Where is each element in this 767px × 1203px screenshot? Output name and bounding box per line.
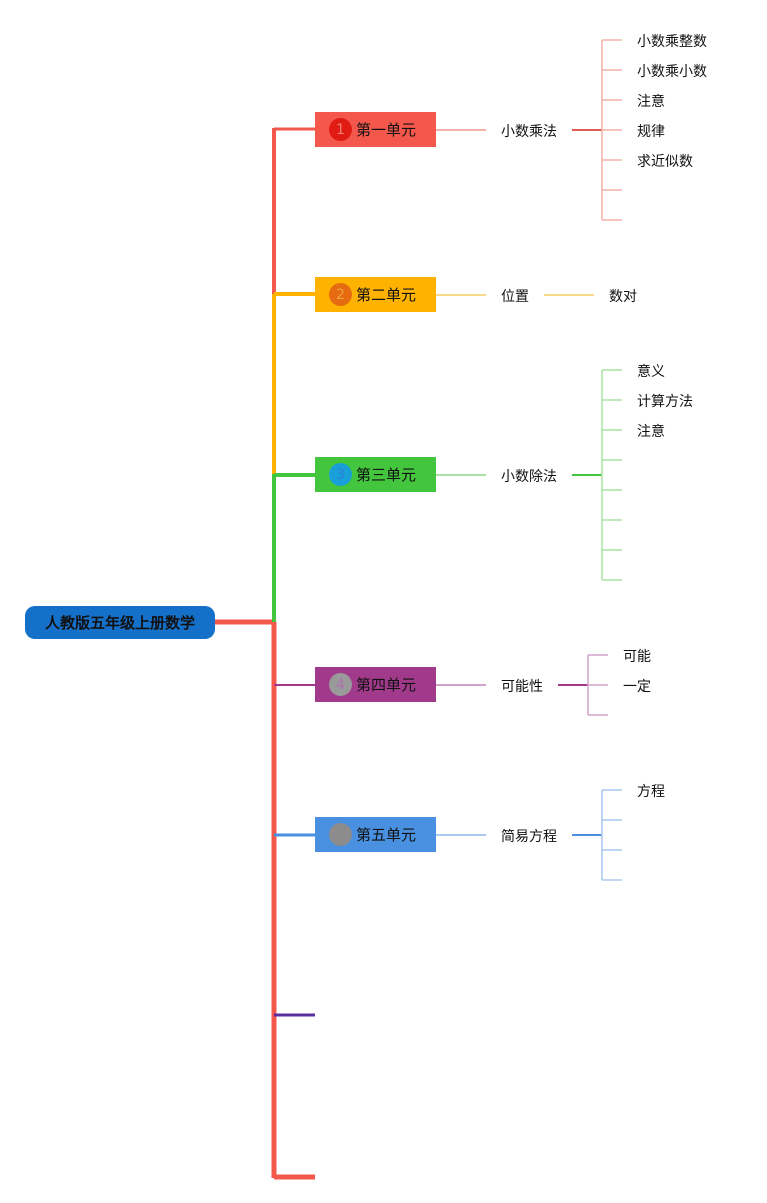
leaf-node[interactable]: 规律: [637, 124, 665, 140]
unit-1-node[interactable]: 1 第一单元: [315, 112, 436, 147]
unit-3-node[interactable]: 3 第三单元: [315, 457, 436, 492]
unit-5-label: 第五单元: [356, 826, 417, 844]
root-label: 人教版五年级上册数学: [44, 614, 195, 632]
leaf-node[interactable]: 小数乘小数: [637, 64, 707, 80]
leaf-node[interactable]: 小数乘整数: [637, 34, 707, 50]
leaf-node[interactable]: 求近似数: [637, 154, 693, 170]
unit-2-label: 第二单元: [356, 286, 417, 304]
number-badge-icon: 2: [329, 283, 352, 306]
unit-3-label: 第三单元: [356, 466, 417, 484]
leaf-node[interactable]: 注意: [637, 424, 665, 440]
topic-node-3[interactable]: 小数除法: [501, 469, 557, 485]
leaf-node[interactable]: 计算方法: [637, 394, 693, 410]
leaf-node[interactable]: 意义: [637, 364, 665, 380]
number-badge-icon: 3: [329, 463, 352, 486]
root-node[interactable]: 人教版五年级上册数学: [25, 606, 215, 639]
topic-node-1[interactable]: 小数乘法: [501, 124, 557, 140]
number-badge-icon: 4: [329, 673, 352, 696]
number-badge-icon: 5: [329, 823, 352, 846]
unit-5-node[interactable]: 5 第五单元: [315, 817, 436, 852]
unit-2-node[interactable]: 2 第二单元: [315, 277, 436, 312]
number-badge-icon: 1: [329, 118, 352, 141]
leaf-node[interactable]: 可能: [623, 649, 651, 665]
topic-node-4[interactable]: 可能性: [501, 679, 543, 695]
unit-4-node[interactable]: 4 第四单元: [315, 667, 436, 702]
leaf-node[interactable]: 方程: [637, 784, 665, 800]
topic-node-2[interactable]: 位置: [501, 289, 529, 305]
unit-1-label: 第一单元: [356, 121, 417, 139]
topic-node-5[interactable]: 简易方程: [501, 829, 557, 845]
leaf-node[interactable]: 注意: [637, 94, 665, 110]
unit-4-label: 第四单元: [356, 676, 417, 694]
leaf-node[interactable]: 数对: [609, 289, 637, 305]
leaf-node[interactable]: 一定: [623, 679, 651, 695]
